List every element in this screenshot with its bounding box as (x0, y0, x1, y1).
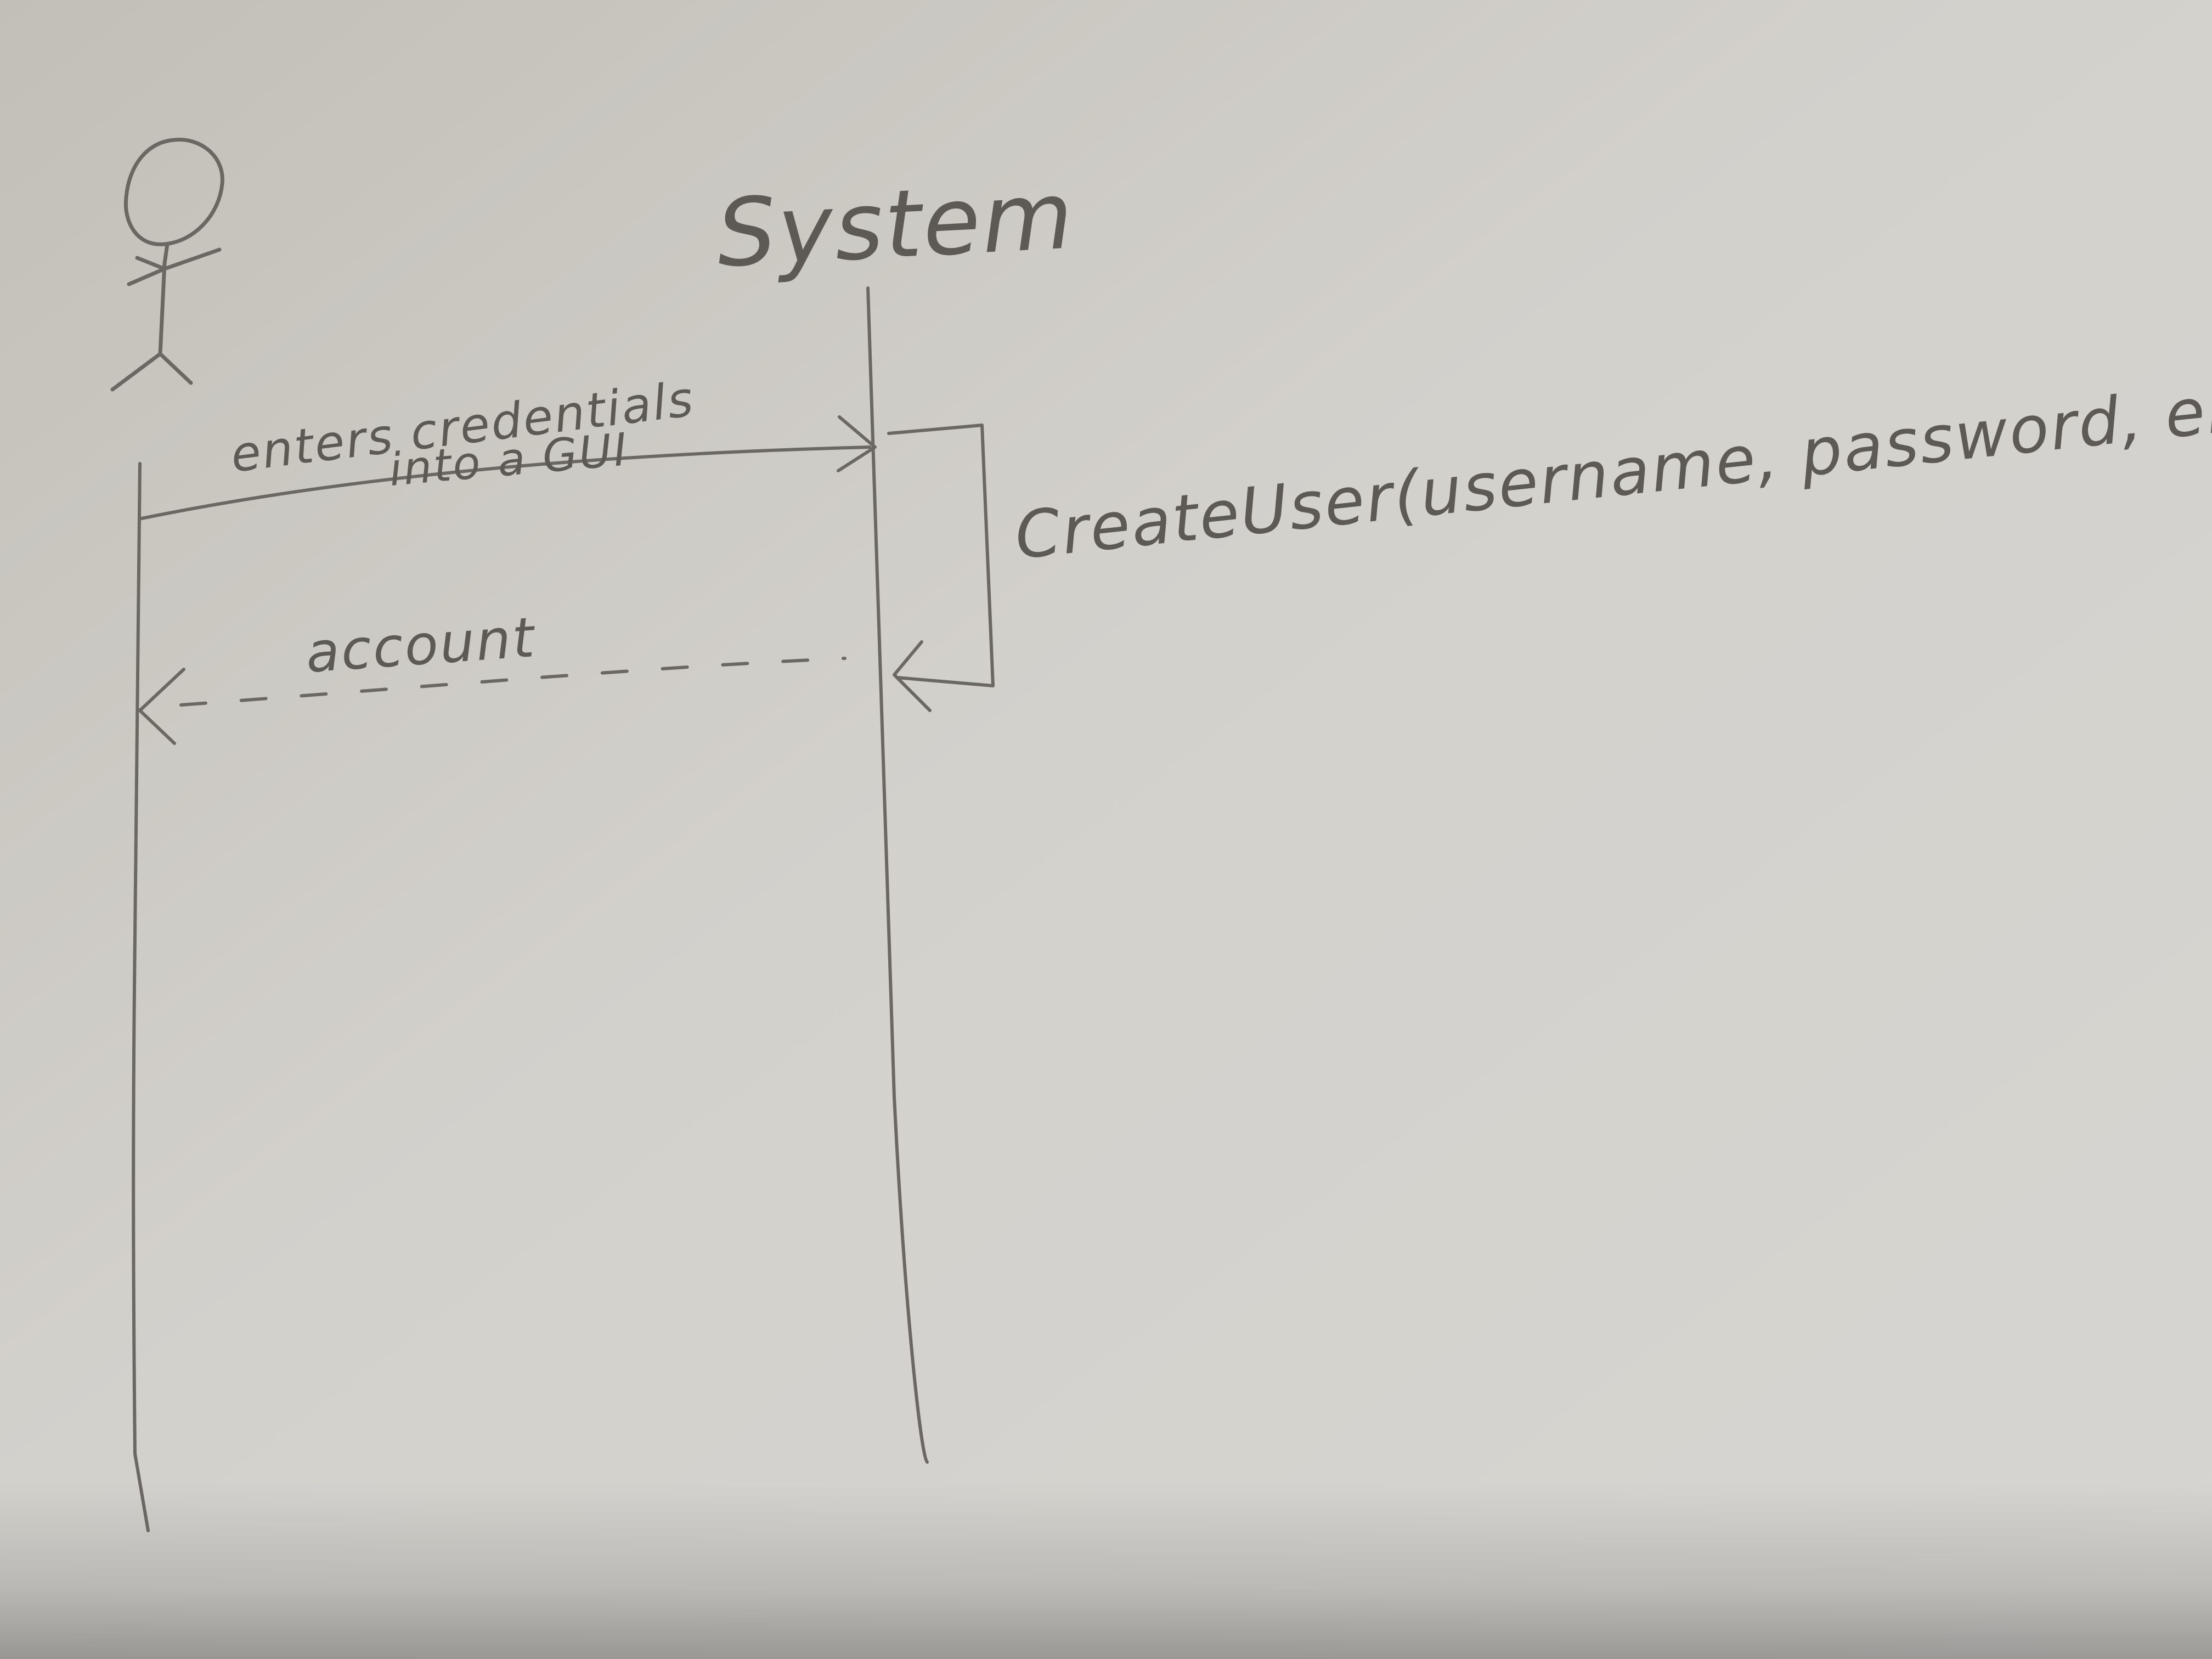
participant-system-label: System (714, 161, 1077, 289)
lifeline-actor (132, 462, 150, 1532)
message-account-arrowhead (138, 668, 185, 745)
message-account-label: account (304, 605, 538, 685)
message-enters-credentials-line (140, 445, 871, 520)
actor-leg-left (110, 352, 162, 392)
message-create-user-arrowhead (893, 640, 932, 712)
actor-stick-figure (110, 138, 224, 392)
actor-head (123, 138, 224, 246)
paper-bottom-shadow (0, 1481, 2212, 1659)
lifeline-system (866, 286, 929, 1464)
actor-arm-left (135, 256, 167, 271)
message-create-user-self-loop (887, 424, 995, 687)
message-enters-credentials-arrowhead (837, 415, 877, 472)
actor-leg-right (158, 352, 193, 385)
actor-neck (162, 242, 170, 266)
actor-body (158, 261, 167, 356)
